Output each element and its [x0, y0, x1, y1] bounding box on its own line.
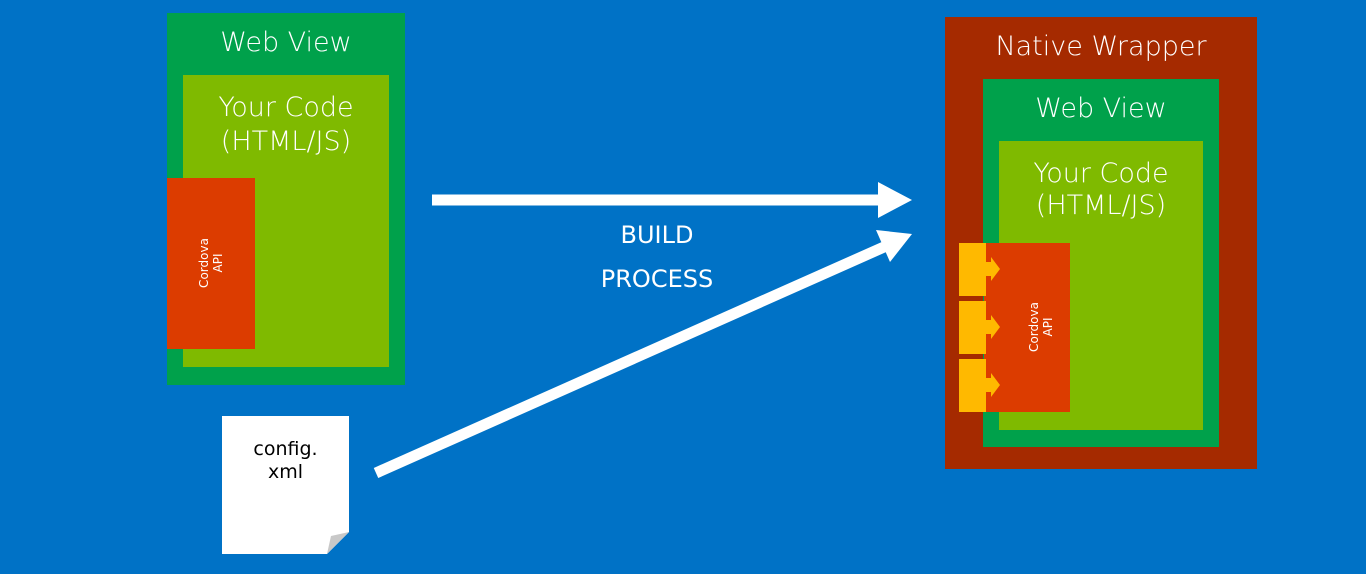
config-file-line2: xml [267, 461, 304, 483]
source-web-view-label: Web View [220, 27, 352, 58]
plugin-arrow-icon [985, 373, 1000, 397]
config-arrow-head [876, 230, 912, 262]
plugin-connector [959, 359, 1000, 412]
config-file-label: config. xml [222, 438, 349, 484]
plugin-block [959, 301, 986, 354]
output-cordova-line2: API [1041, 317, 1055, 337]
source-your-code-line2: (HTML/JS) [220, 126, 352, 157]
native-wrapper-label: Native Wrapper [995, 31, 1207, 62]
config-arrow-shaft [373, 241, 887, 479]
output-web-view-label: Web View [1035, 93, 1167, 124]
source-cordova-api: Cordova API [167, 178, 255, 349]
config-file-page [222, 416, 349, 554]
build-line1: BUILD [620, 221, 694, 249]
output-cordova-label: Cordova API [1027, 277, 1055, 377]
output-your-code-line2: (HTML/JS) [1035, 190, 1167, 221]
config-file-fold [327, 532, 349, 554]
build-line2: PROCESS [600, 265, 714, 293]
output-your-code-line1: Your Code [1033, 158, 1169, 189]
build-process-label: BUILD PROCESS [557, 213, 757, 301]
plugin-connector [959, 301, 1000, 354]
config-file-line1: config. [253, 438, 318, 460]
build-arrow-head [878, 182, 912, 218]
plugin-block [959, 359, 986, 412]
plugin-connector [959, 243, 1000, 296]
config-file-shape [222, 416, 349, 554]
plugin-block [959, 243, 986, 296]
output-cordova-line1: Cordova [1027, 302, 1041, 352]
source-your-code-line1: Your Code [218, 92, 354, 123]
plugin-arrow-icon [985, 257, 1000, 281]
plugin-arrow-icon [985, 315, 1000, 339]
